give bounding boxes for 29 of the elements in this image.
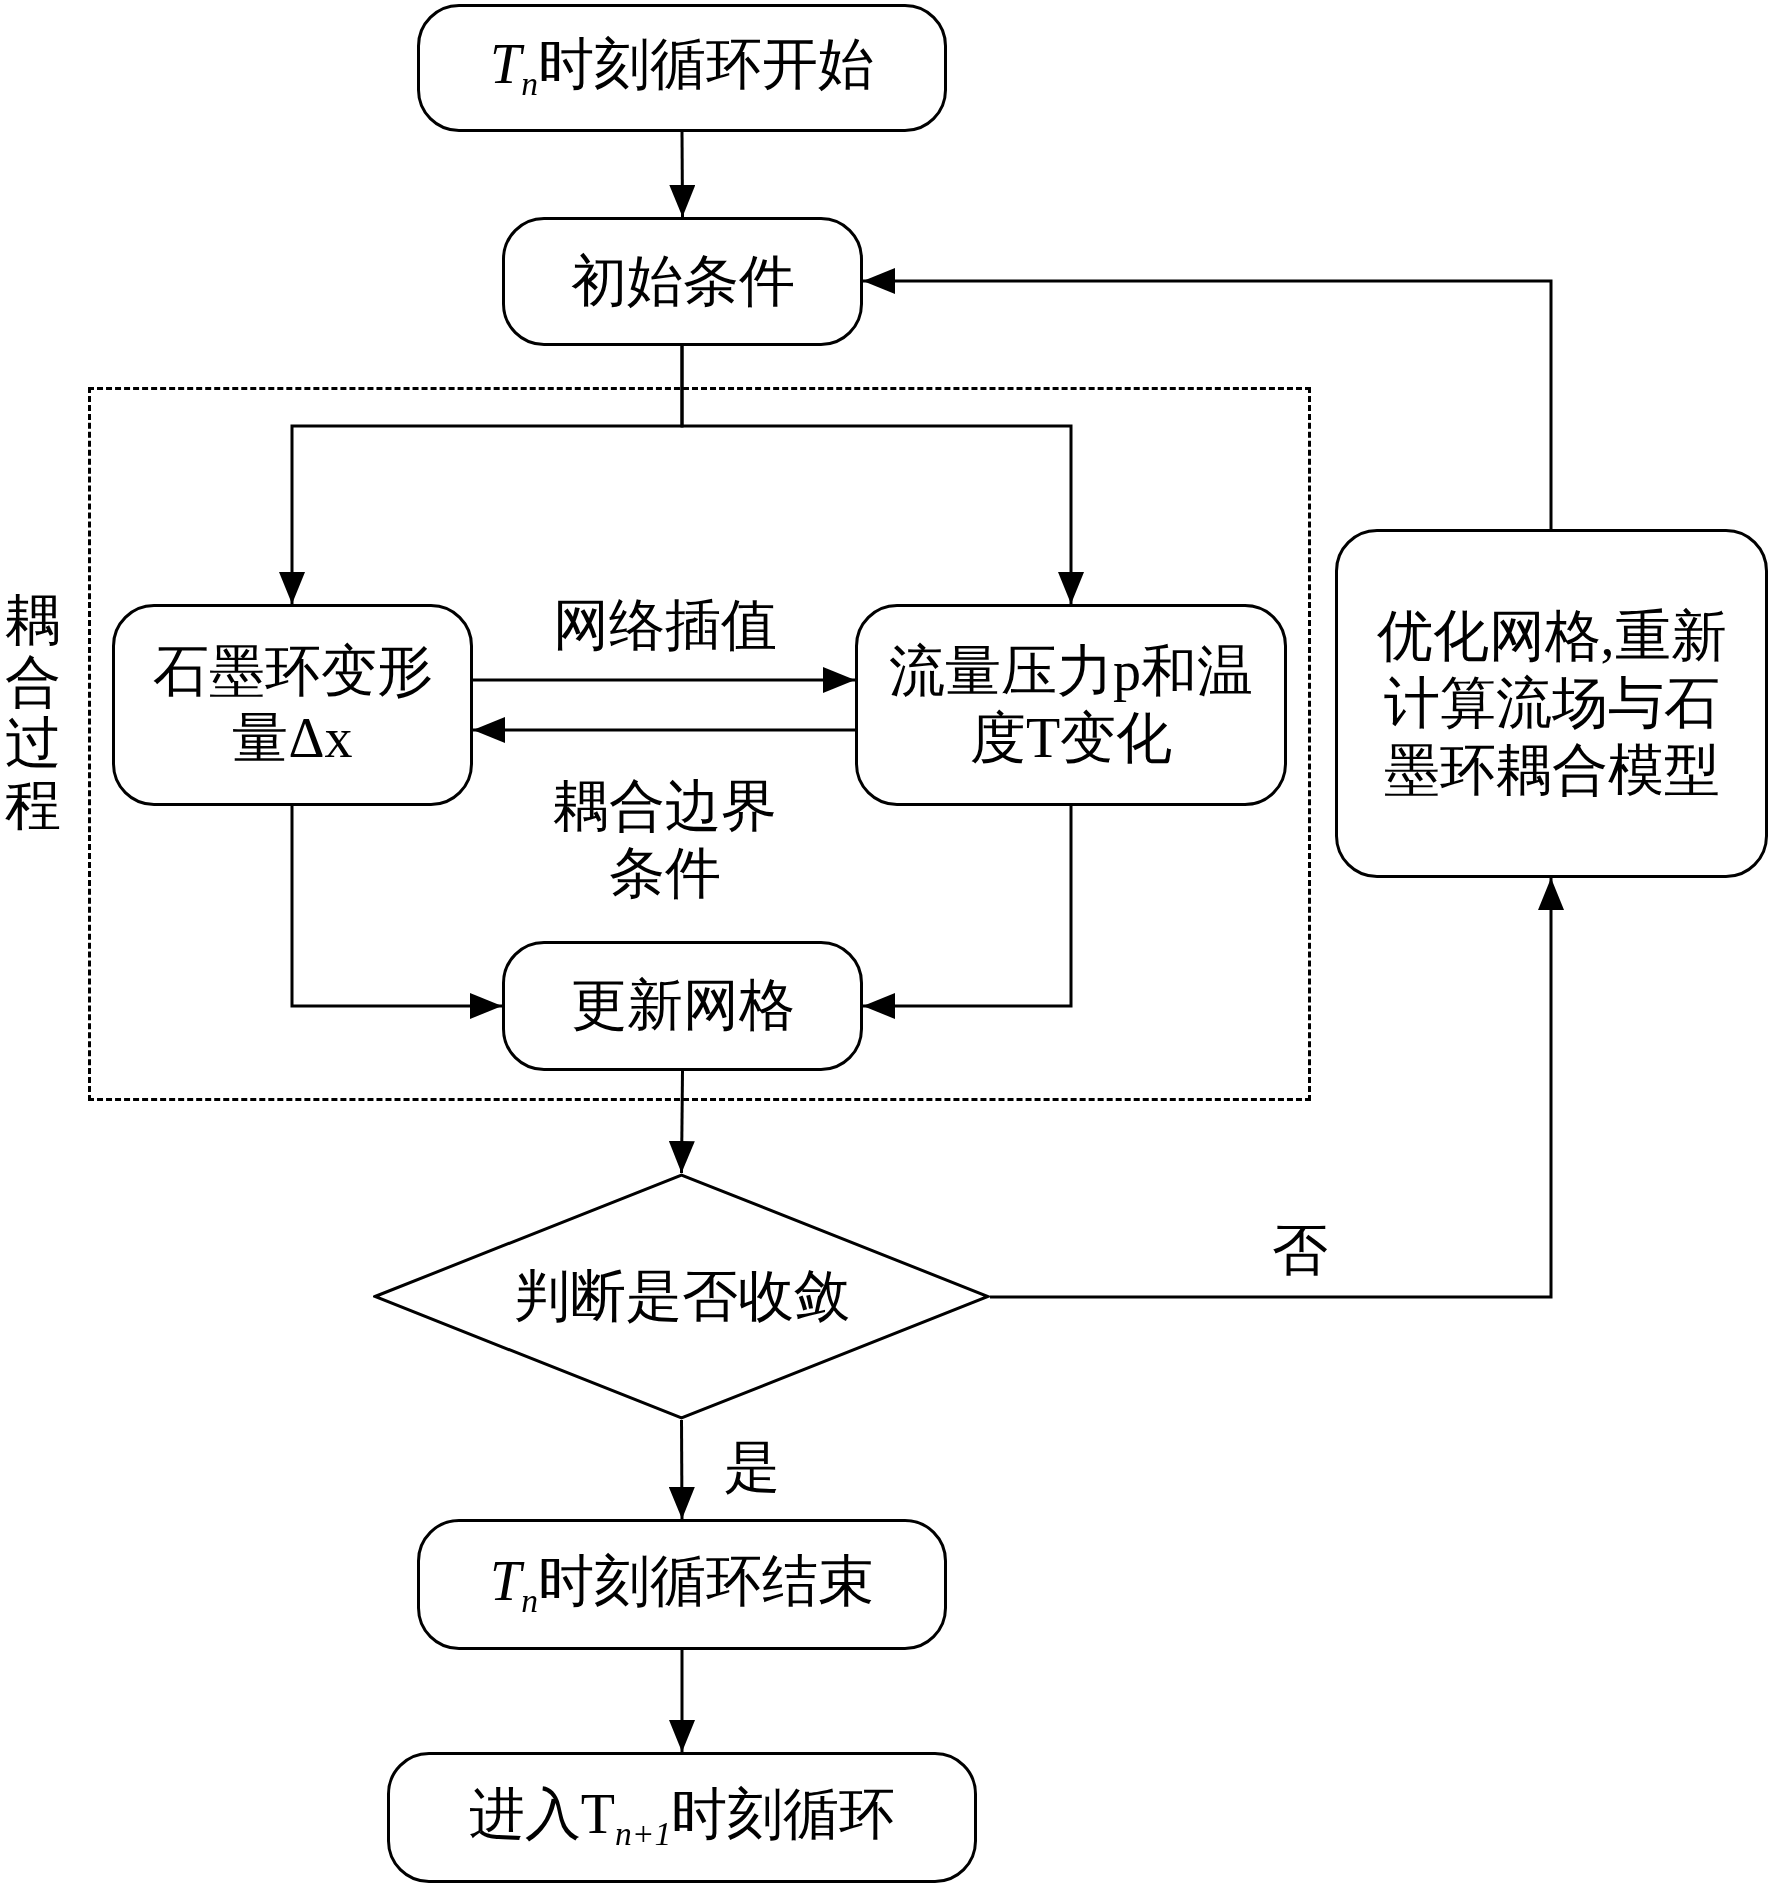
node-text: 优化网格,重新计算流场与石墨环耦合模型: [1375, 603, 1728, 804]
process-box: [417, 4, 947, 132]
node-text: T$_{n}$时刻循环开始: [489, 32, 875, 105]
node-text: 更新网格: [569, 973, 796, 1039]
arrow: [669, 132, 696, 217]
group-heading: 耦合过程: [5, 590, 61, 837]
process-box: [1335, 529, 1768, 878]
arrow: [290, 806, 502, 1019]
process-box: [855, 604, 1287, 806]
process-box: [112, 604, 473, 806]
node-text: T$_{n}$时刻循环结束: [489, 1548, 875, 1621]
arrow: [473, 667, 855, 693]
node-text: 流量压力p和温度T变化: [888, 638, 1254, 771]
process-box: [387, 1752, 977, 1883]
arrow: [473, 717, 855, 743]
arrow: [680, 346, 1084, 604]
arrow: [863, 806, 1073, 1019]
process-box: [502, 941, 863, 1071]
process-box: [417, 1519, 947, 1650]
arrow: [668, 1071, 695, 1173]
arrow: [863, 268, 1553, 529]
arrow: [668, 1420, 695, 1519]
node-text: 石墨环变形量Δx: [151, 638, 434, 771]
node-text: 初始条件: [569, 248, 796, 314]
node-text: 判断是否收敛: [513, 1263, 850, 1329]
arrow: [669, 1650, 695, 1752]
arrow: [990, 878, 1564, 1299]
process-box: [502, 217, 863, 346]
node-text: 进入T$_{n+1}$时刻循环: [467, 1781, 897, 1854]
